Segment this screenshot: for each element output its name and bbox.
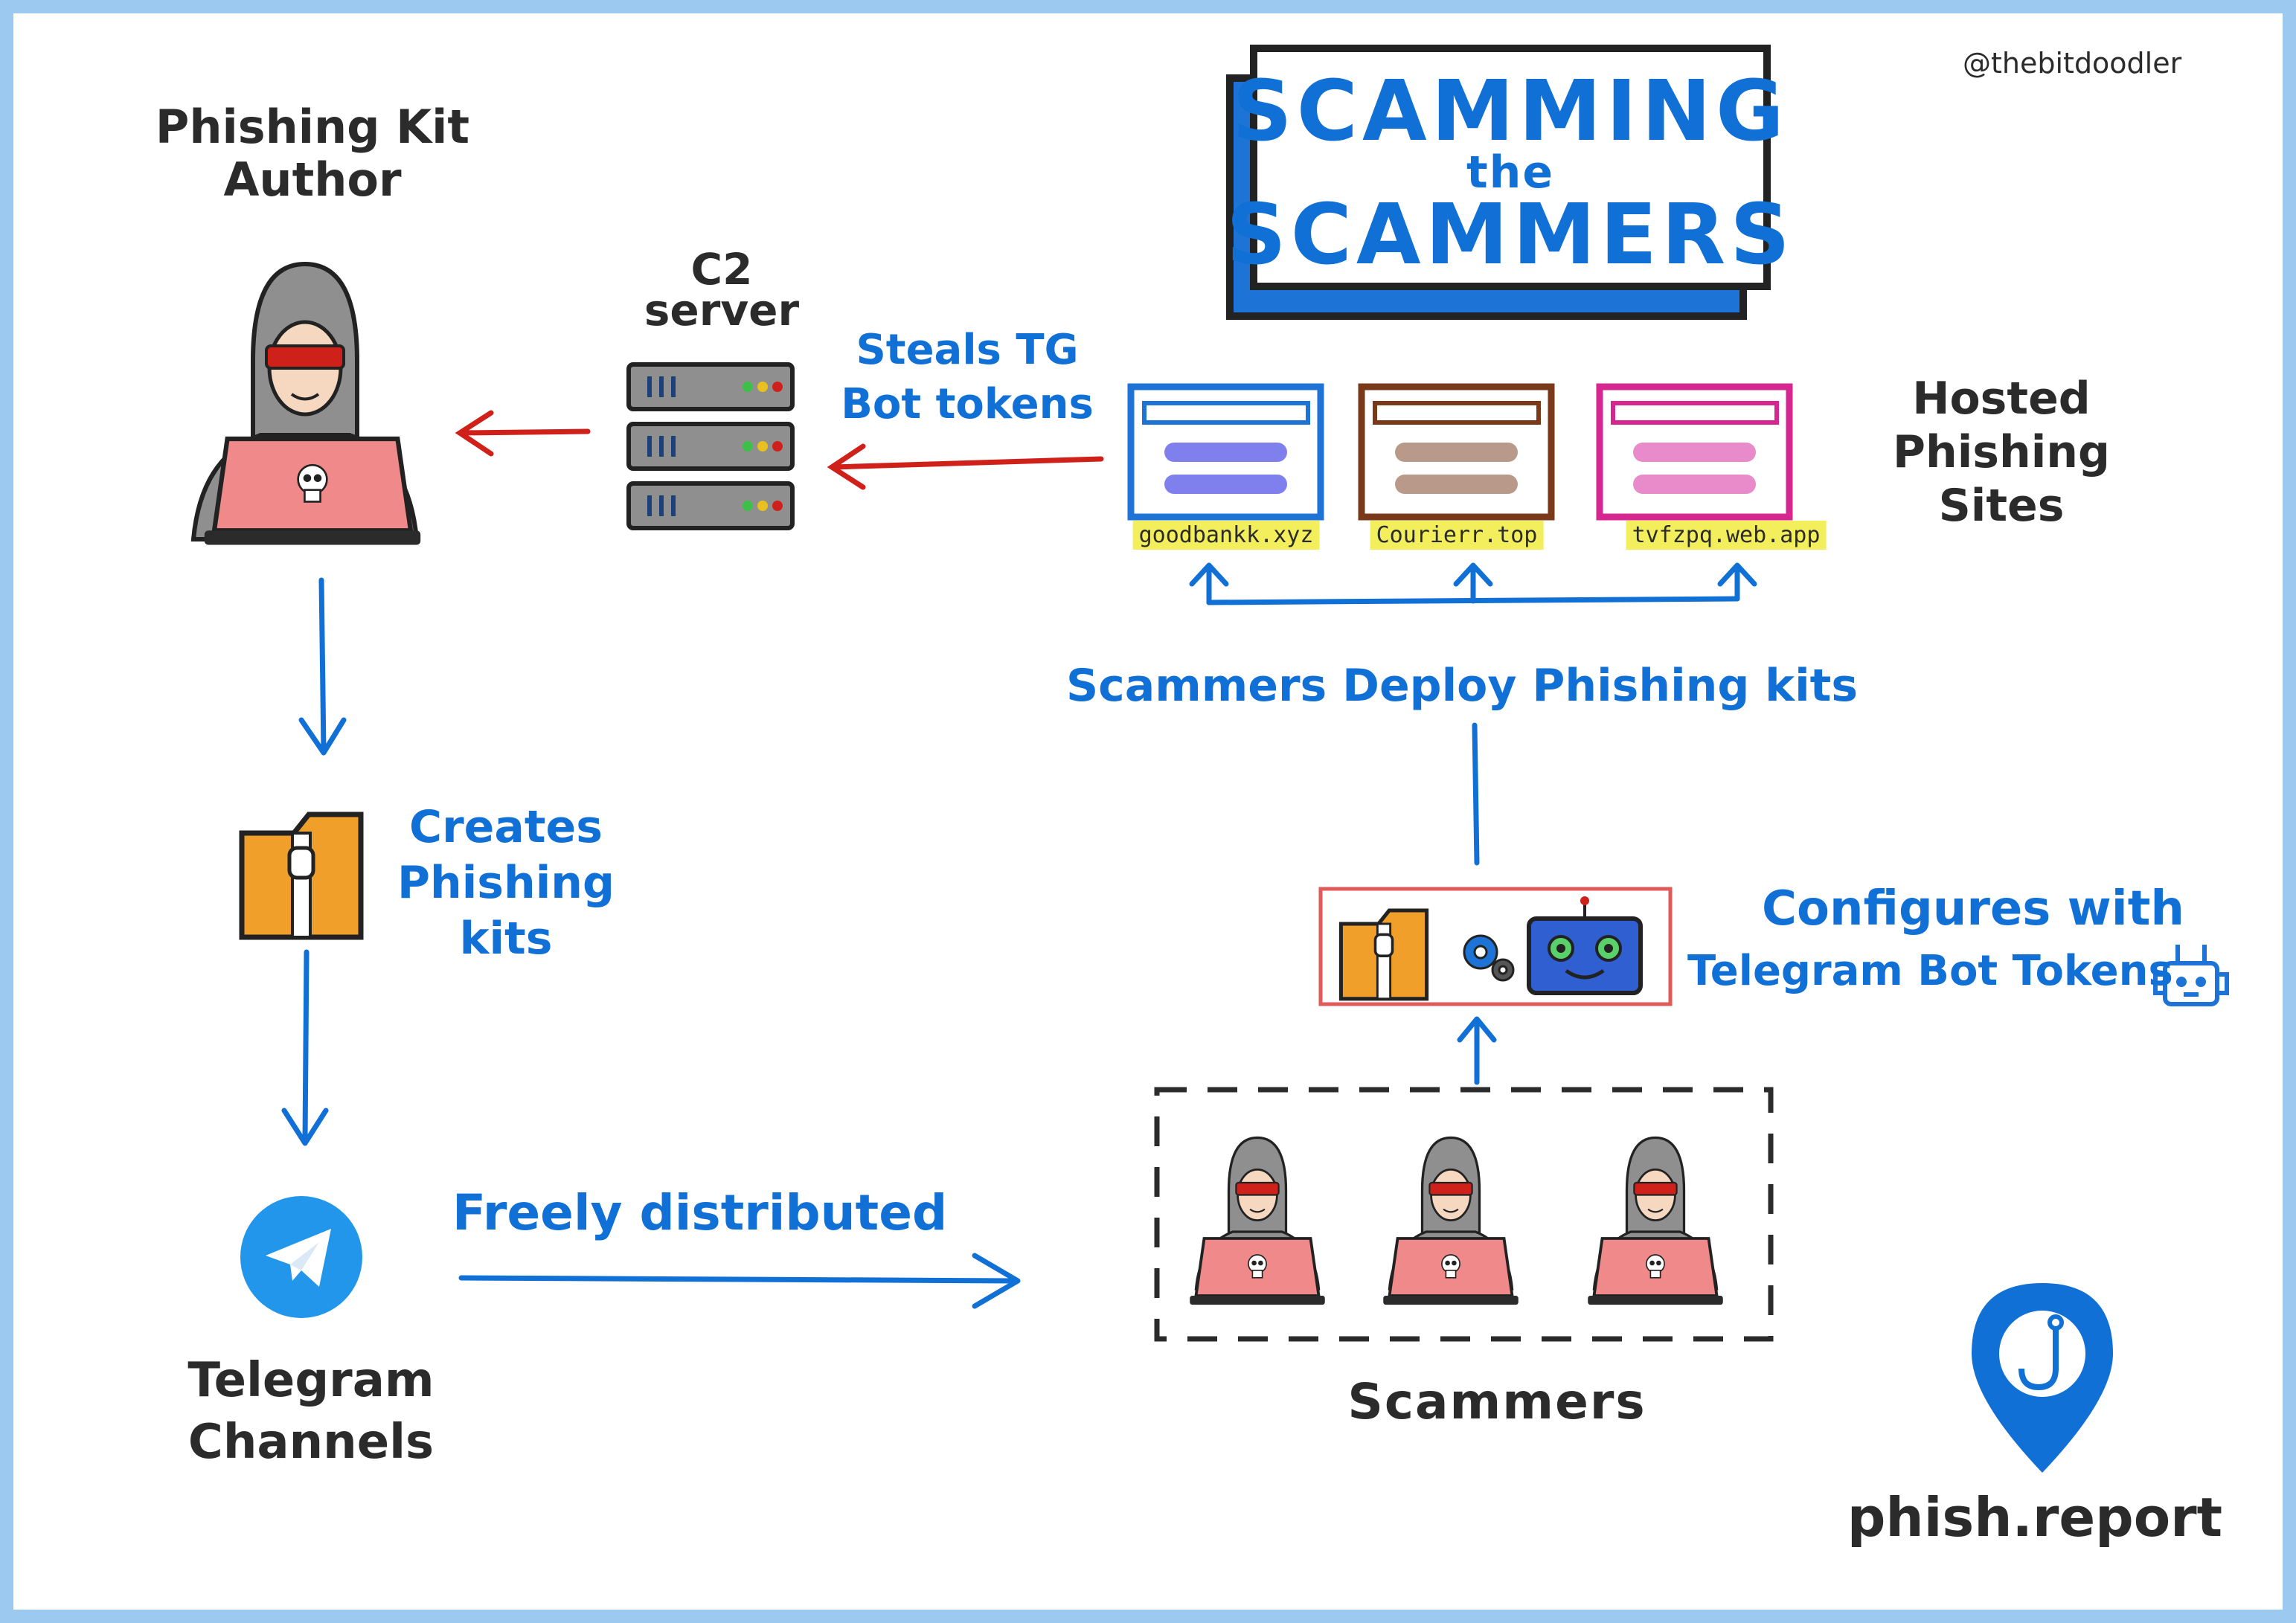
site-domain: tvfzpq.web.app bbox=[1626, 521, 1827, 550]
robot-icon bbox=[1527, 896, 1643, 995]
scammers-label: Scammers bbox=[1347, 1373, 1646, 1430]
location-pin-icon bbox=[1972, 1283, 2113, 1473]
canvas-frame bbox=[13, 13, 2283, 1610]
gear-icon bbox=[1463, 934, 1515, 982]
phishing-site-card bbox=[1127, 383, 1324, 521]
configures-sub-label: Telegram Bot Tokens bbox=[1687, 947, 2173, 995]
phishing-site-card bbox=[1596, 383, 1793, 521]
zip-folder-icon bbox=[1341, 910, 1426, 999]
robot-icon bbox=[2153, 945, 2229, 1006]
skull-icon bbox=[1188, 1237, 1327, 1307]
title-line-2: the bbox=[1466, 147, 1555, 199]
deploy-label: Scammers Deploy Phishing kits bbox=[1065, 660, 1859, 712]
arrow-sites-to-c2 bbox=[827, 443, 1104, 490]
arrow-c2-to-author bbox=[455, 410, 591, 457]
site-domain: goodbankk.xyz bbox=[1132, 521, 1320, 550]
arrow-distributed bbox=[458, 1253, 1021, 1309]
zip-folder-icon bbox=[242, 814, 361, 937]
skull-icon bbox=[205, 439, 420, 545]
credit-handle: @thebitdoodler bbox=[1963, 47, 2182, 80]
skull-icon bbox=[1586, 1237, 1725, 1307]
server-icon bbox=[626, 362, 795, 530]
configures-label: Configures with bbox=[1762, 881, 2184, 936]
c2-label: C2 server bbox=[644, 244, 800, 336]
skull-icon bbox=[1382, 1237, 1520, 1307]
steals-label: Steals TG Bot tokens bbox=[841, 326, 1094, 428]
arrow-author-to-kit bbox=[298, 577, 347, 756]
brand-label[interactable]: phish.report bbox=[1847, 1486, 2223, 1549]
title-line-1: SCAMMING bbox=[1232, 63, 1789, 160]
title-box: SCAMMING the SCAMMERS bbox=[1226, 45, 1790, 290]
telegram-label: Telegram Channels bbox=[187, 1353, 434, 1471]
creates-label: Creates Phishing kits bbox=[397, 801, 615, 965]
author-label: Phishing Kit Author bbox=[155, 100, 470, 208]
title-line-3: SCAMMERS bbox=[1226, 187, 1795, 283]
distributed-label: Freely distributed bbox=[452, 1184, 948, 1241]
telegram-icon bbox=[240, 1196, 362, 1318]
site-domain: Courierr.top bbox=[1370, 521, 1544, 550]
config-box bbox=[1318, 887, 1673, 1006]
scammers-group-box bbox=[1154, 1087, 1774, 1342]
phishing-site-card bbox=[1358, 383, 1555, 521]
arrow-kit-to-telegram bbox=[281, 949, 329, 1146]
hosted-label: Hosted Phishing Sites bbox=[1893, 373, 2110, 532]
arrow-deploy bbox=[1189, 562, 1757, 1085]
